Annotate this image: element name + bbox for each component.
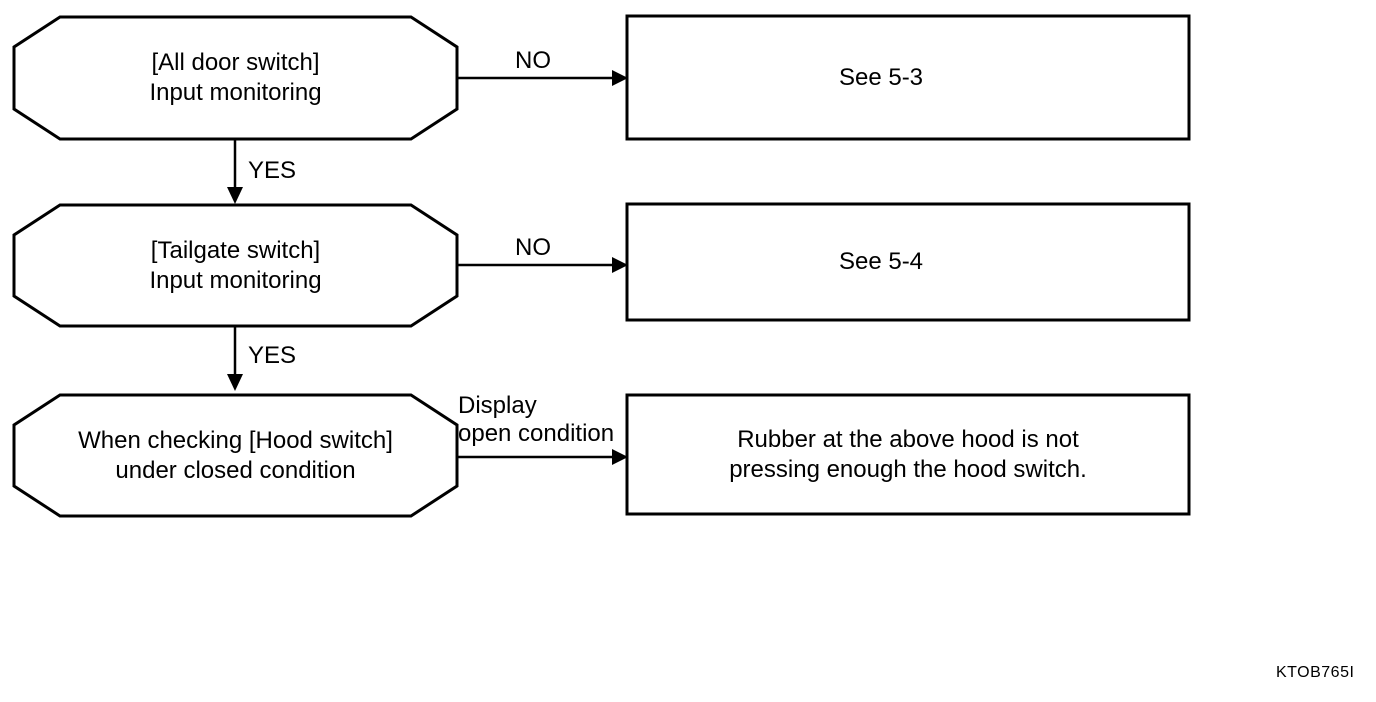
node-see-5-3-text: See 5-3 [838,63,924,91]
edge-label-no-2: NO [515,234,551,261]
node-hood-switch-label: When checking [Hood switch] under closed… [14,395,457,516]
edge-label-display-line-1: Display [458,392,537,419]
connector-no-2-arrowhead [612,257,628,273]
node-see-5-4-label: See 5-4 [627,204,1189,320]
connector-no-1-arrowhead [612,70,628,86]
node-hood-switch-line-2: under closed condition [115,456,356,484]
node-see-5-4-text: See 5-4 [838,248,924,275]
node-rubber-note-label: Rubber at the above hood is not pressing… [627,395,1189,514]
octagon-hood-switch-shape [12,393,459,518]
node-see-5-3-label: See 5-3 [627,16,1189,139]
octagon-all-door-switch-shape [12,15,459,141]
edge-label-no-1: NO [515,47,551,74]
node-tailgate-switch-line-1: [Tailgate switch] [150,236,321,264]
node-rubber-note-line-1: Rubber at the above hood is not [737,425,1079,453]
edge-label-display-line-2: open condition [458,420,615,447]
edge-label-display-open-condition: Display open condition [458,392,614,448]
figure-code: KTOB765I [1276,664,1355,681]
rect-see-5-4-shape [625,202,1191,322]
node-all-door-switch-line-2: Input monitoring [149,79,322,106]
node-rubber-note-line-2: pressing enough the hood switch. [729,455,1087,483]
edge-label-yes-2: YES [248,342,297,369]
edge-label-yes-1: YES [248,157,297,184]
connector-yes-2-arrowhead [227,374,243,391]
node-all-door-switch-label: [All door switch] Input monitoring [14,17,457,139]
node-all-door-switch-line-1: [All door switch] [151,49,320,76]
rect-rubber-note-shape [625,393,1191,516]
node-hood-switch-line-1: When checking [Hood switch] [78,426,393,454]
octagon-tailgate-switch-shape [12,203,459,328]
connector-display-arrowhead [612,449,628,465]
connector-yes-1-arrowhead [227,187,243,204]
node-tailgate-switch-line-2: Input monitoring [149,266,322,294]
node-tailgate-switch-label: [Tailgate switch] Input monitoring [14,205,457,326]
